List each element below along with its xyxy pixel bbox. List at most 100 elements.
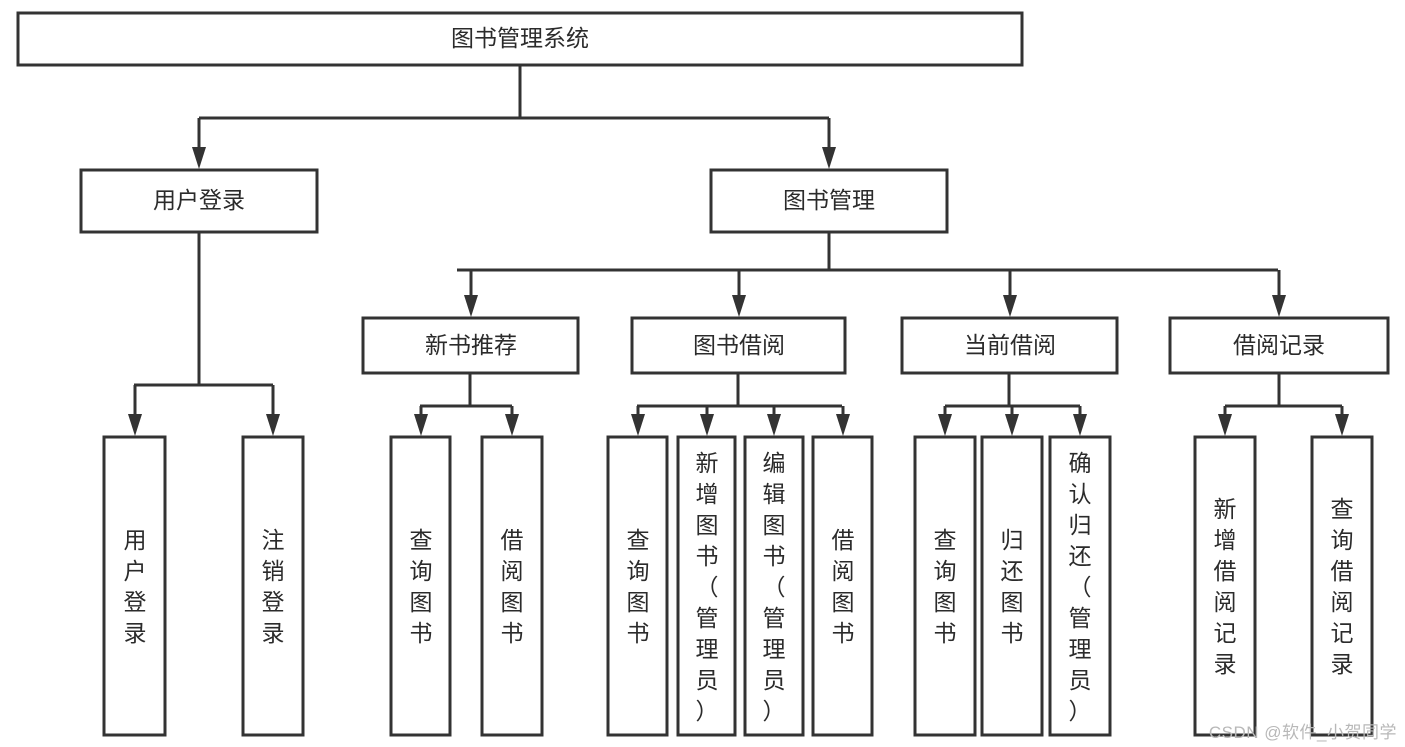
- node-l3-addbook[interactable]: 新增图书（管理员）: [676, 435, 737, 737]
- node-box-l3-confirmreturn[interactable]: [1048, 435, 1112, 737]
- node-box-l3-querybook-a[interactable]: [389, 435, 452, 737]
- node-box-l2-current[interactable]: [900, 316, 1119, 375]
- connector-l1-book-to-l2-record: [1272, 270, 1286, 317]
- node-l3-confirmreturn[interactable]: 确认归还（管理员）: [1048, 435, 1112, 737]
- node-l2-current[interactable]: 当前借阅: [900, 316, 1119, 375]
- arrow-head-icon: [1073, 414, 1087, 436]
- node-box-l1-login[interactable]: [79, 168, 319, 234]
- node-label-l3-confirmreturn: 确认归还（管理员）: [1069, 450, 1092, 724]
- arrow-head-icon: [822, 147, 836, 169]
- node-label-l3-querybook-c: 查询图书: [934, 527, 957, 646]
- connector-bus-bus-current: [945, 373, 1080, 408]
- node-l3-borrowbook-a[interactable]: 借阅图书: [480, 435, 544, 737]
- arrow-head-icon: [505, 414, 519, 436]
- node-label-l3-returnbook: 归还图书: [1001, 527, 1024, 646]
- node-box-l1-book[interactable]: [709, 168, 949, 234]
- node-root[interactable]: 图书管理系统: [16, 11, 1024, 67]
- node-l1-book[interactable]: 图书管理: [709, 168, 949, 234]
- node-l3-editbook[interactable]: 编辑图书（管理员）: [743, 435, 805, 737]
- node-label-root: 图书管理系统: [451, 25, 589, 51]
- arrow-head-icon: [266, 414, 280, 436]
- node-label-l3-addbook: 新增图书（管理员）: [696, 450, 719, 724]
- connector-l2-borrow-to-l3-addbook: [700, 406, 714, 436]
- node-box-root[interactable]: [16, 11, 1024, 67]
- connector-l2-current-to-l3-returnbook: [1005, 406, 1019, 436]
- node-box-l3-addrecord[interactable]: [1193, 435, 1257, 737]
- arrow-head-icon: [631, 414, 645, 436]
- node-box-l3-addbook[interactable]: [676, 435, 737, 737]
- connector-bus-bus-borrow: [637, 373, 842, 408]
- connector-bus-bus-book: [457, 232, 1278, 272]
- connector-l1-book-to-l2-current: [1003, 270, 1017, 317]
- arrow-head-icon: [128, 414, 142, 436]
- node-l1-login[interactable]: 用户登录: [79, 168, 319, 234]
- connector-root-to-l1-book: [822, 118, 836, 169]
- node-box-l3-userlogin[interactable]: [102, 435, 167, 737]
- arrow-head-icon: [464, 295, 478, 317]
- node-label-l3-logout: 注销登录: [262, 527, 285, 646]
- node-l3-querybook-b[interactable]: 查询图书: [606, 435, 669, 737]
- connector-l1-login-to-l3-userlogin: [128, 385, 142, 436]
- node-box-l3-borrowbook-b[interactable]: [811, 435, 874, 737]
- node-box-l2-newbook[interactable]: [361, 316, 580, 375]
- node-label-l3-querybook-b: 查询图书: [627, 527, 650, 646]
- node-label-l3-borrowbook-a: 借阅图书: [501, 527, 524, 646]
- node-label-l1-login: 用户登录: [153, 187, 245, 213]
- node-label-l2-newbook: 新书推荐: [425, 332, 517, 358]
- connector-l2-record-to-l3-queryrecord: [1335, 406, 1349, 436]
- node-l3-queryrecord[interactable]: 查询借阅记录: [1310, 435, 1374, 737]
- connector-l2-borrow-to-l3-borrowbook-b: [836, 406, 850, 436]
- node-label-l2-borrow: 图书借阅: [693, 332, 785, 358]
- arrow-head-icon: [732, 295, 746, 317]
- node-label-l3-borrowbook-b: 借阅图书: [832, 527, 855, 646]
- node-l3-addrecord[interactable]: 新增借阅记录: [1193, 435, 1257, 737]
- node-box-l3-editbook[interactable]: [743, 435, 805, 737]
- node-box-l2-record[interactable]: [1168, 316, 1390, 375]
- connector-bus-bus-record: [1225, 373, 1342, 408]
- node-l3-returnbook[interactable]: 归还图书: [980, 435, 1044, 737]
- connector-l2-newbook-to-l3-querybook-a: [414, 406, 428, 436]
- node-box-l3-queryrecord[interactable]: [1310, 435, 1374, 737]
- connector-l1-login-to-l3-logout: [266, 385, 280, 436]
- node-label-l1-book: 图书管理: [783, 187, 875, 213]
- connector-layer: [128, 65, 1349, 436]
- arrow-head-icon: [1218, 414, 1232, 436]
- connector-root-to-l1-login: [192, 118, 206, 169]
- node-l3-querybook-a[interactable]: 查询图书: [389, 435, 452, 737]
- node-l3-borrowbook-b[interactable]: 借阅图书: [811, 435, 874, 737]
- arrow-head-icon: [700, 414, 714, 436]
- node-l3-logout[interactable]: 注销登录: [241, 435, 305, 737]
- arrow-head-icon: [938, 414, 952, 436]
- node-l3-userlogin[interactable]: 用户登录: [102, 435, 167, 737]
- connector-bus-bus-newbook: [420, 373, 512, 408]
- node-l3-querybook-c[interactable]: 查询图书: [913, 435, 977, 737]
- arrow-head-icon: [414, 414, 428, 436]
- arrow-head-icon: [1005, 414, 1019, 436]
- node-box-l3-querybook-c[interactable]: [913, 435, 977, 737]
- arrow-head-icon: [1272, 295, 1286, 317]
- node-l2-record[interactable]: 借阅记录: [1168, 316, 1390, 375]
- node-box-l3-returnbook[interactable]: [980, 435, 1044, 737]
- node-l2-newbook[interactable]: 新书推荐: [361, 316, 580, 375]
- connector-l2-borrow-to-l3-editbook: [767, 406, 781, 436]
- arrow-head-icon: [1003, 295, 1017, 317]
- node-box-l2-borrow[interactable]: [630, 316, 847, 375]
- connector-l2-borrow-to-l3-querybook-b: [631, 406, 645, 436]
- node-label-l3-querybook-a: 查询图书: [410, 527, 433, 646]
- arrow-head-icon: [1335, 414, 1349, 436]
- node-l2-borrow[interactable]: 图书借阅: [630, 316, 847, 375]
- node-label-l3-editbook: 编辑图书（管理员）: [763, 450, 786, 724]
- connector-bus-bus-login: [134, 232, 273, 387]
- node-label-l2-record: 借阅记录: [1233, 332, 1325, 358]
- connector-l2-record-to-l3-addrecord: [1218, 406, 1232, 436]
- connector-l1-book-to-l2-newbook: [464, 270, 478, 317]
- arrow-head-icon: [767, 414, 781, 436]
- node-label-l3-userlogin: 用户登录: [124, 527, 147, 646]
- node-box-l3-querybook-b[interactable]: [606, 435, 669, 737]
- node-box-l3-logout[interactable]: [241, 435, 305, 737]
- node-label-l3-addrecord: 新增借阅记录: [1214, 496, 1237, 677]
- arrow-head-icon: [836, 414, 850, 436]
- node-box-l3-borrowbook-a[interactable]: [480, 435, 544, 737]
